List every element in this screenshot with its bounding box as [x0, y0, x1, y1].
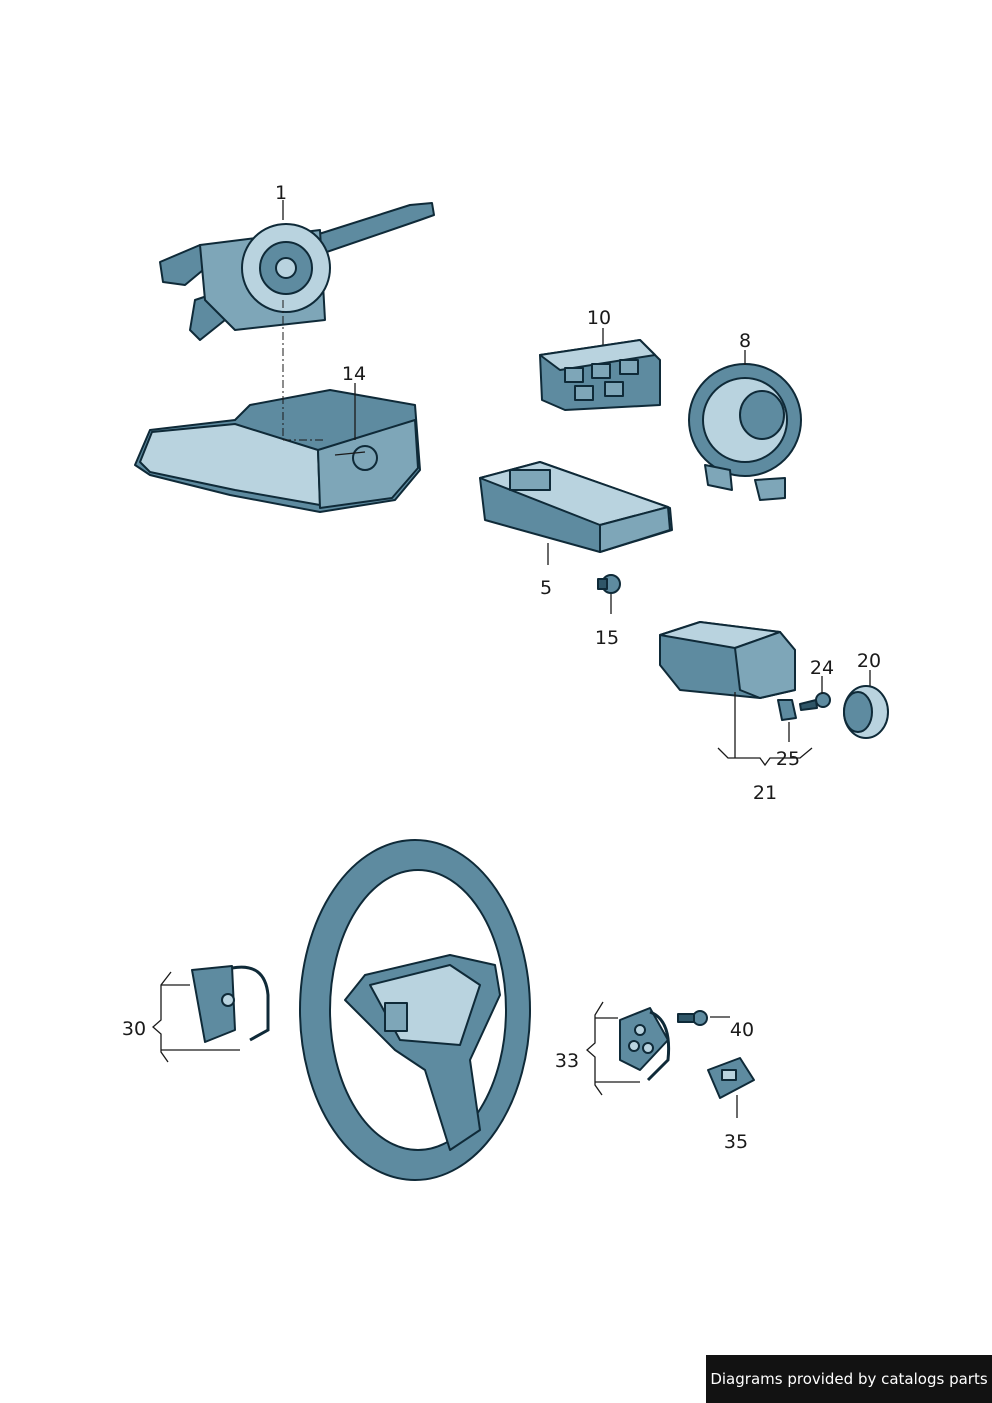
callout-14: 14	[342, 363, 366, 385]
steering-wheel-part	[299, 839, 531, 1181]
control-module-part	[479, 461, 673, 553]
round-cap-part	[843, 685, 889, 739]
callout-35: 35	[724, 1131, 748, 1153]
callout-40: 40	[730, 1019, 754, 1041]
leader-lines	[152, 200, 871, 1118]
right-button-module-part	[619, 1007, 671, 1082]
callout-1: 1	[275, 182, 287, 204]
airbag-control-unit-part	[659, 621, 796, 699]
relay-module-part	[539, 339, 661, 411]
callout-15: 15	[595, 627, 619, 649]
attribution-text: Diagrams provided by catalogs parts	[710, 1370, 988, 1388]
callout-labels: 1 14 10 8 5 15 24 20 25 21 30 33 40 35	[122, 182, 881, 1153]
callout-30: 30	[122, 1018, 146, 1040]
nut-part	[777, 699, 797, 721]
callout-10: 10	[587, 307, 611, 329]
combination-switch-part	[159, 202, 435, 341]
callout-5: 5	[540, 577, 552, 599]
callout-33: 33	[555, 1050, 579, 1072]
screw-part	[799, 692, 831, 711]
callout-24: 24	[810, 657, 834, 679]
callout-21: 21	[753, 782, 777, 804]
column-shroud-part	[134, 389, 421, 513]
switch-block-part	[707, 1057, 755, 1099]
clock-spring-part	[688, 363, 802, 501]
bolt-part	[597, 574, 621, 594]
callout-20: 20	[857, 650, 881, 672]
callout-25: 25	[776, 748, 800, 770]
callout-8: 8	[739, 330, 751, 352]
attribution-footer: Diagrams provided by catalogs parts	[706, 1355, 992, 1403]
screw-part	[677, 1010, 708, 1026]
left-button-module-part	[191, 965, 270, 1043]
